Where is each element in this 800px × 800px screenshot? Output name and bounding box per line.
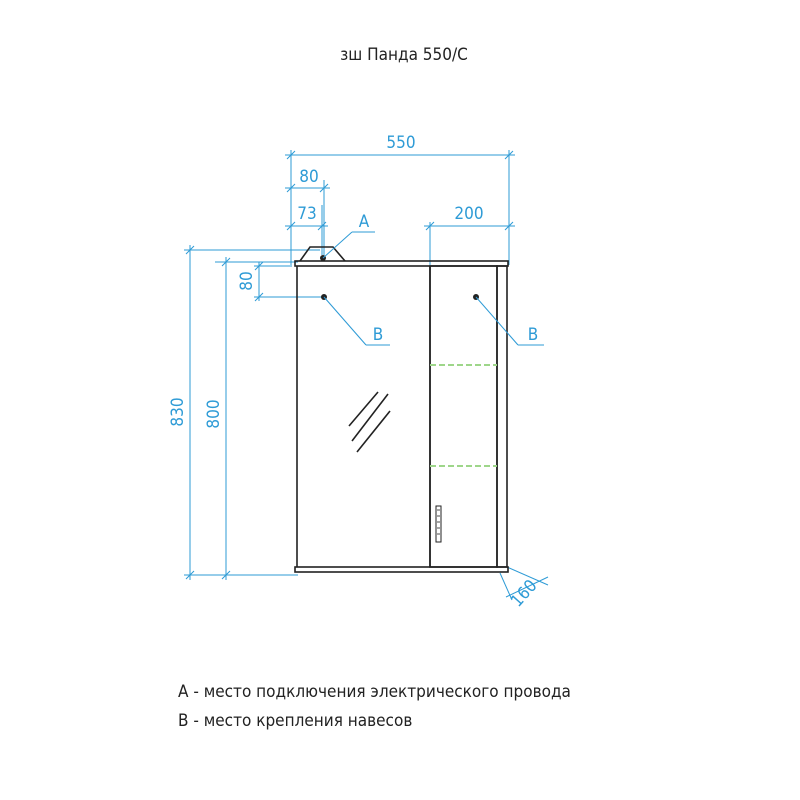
door-handle (435, 505, 442, 543)
width-dimension: 550 (285, 133, 515, 265)
offset-a-label: 80 (299, 167, 318, 187)
body-height-dimension: 800 (204, 257, 298, 580)
shelf-width-label: 200 (454, 204, 483, 224)
drawing-title: зш Панда 550/С (340, 45, 468, 65)
legend-line-a: A - место подключения электрического про… (178, 682, 571, 702)
lamp-housing (299, 246, 346, 262)
cabinet (294, 246, 509, 573)
offset-a-dimension: 80 (285, 167, 330, 255)
total-height-label: 830 (168, 397, 188, 426)
marker-a-label: A (359, 212, 370, 232)
legend-line-b: B - место крепления навесов (178, 711, 412, 731)
offset-a-inner-label: 73 (297, 204, 316, 224)
total-height-dimension: 830 (168, 245, 320, 580)
offset-a-inner-dimension: 73 (285, 204, 328, 255)
body-height-label: 800 (204, 399, 224, 428)
marker-b-left: B (323, 296, 390, 346)
marker-b-right: B (475, 296, 544, 346)
marker-b-left-label: B (373, 325, 384, 345)
depth-dimension: 160 (499, 566, 549, 611)
shelf-width-dimension: 200 (424, 204, 515, 265)
marker-b-right-label: B (528, 325, 539, 345)
hole-drop-dimension: 80 (237, 261, 324, 302)
depth-label: 160 (507, 576, 541, 611)
hole-drop-label: 80 (237, 271, 257, 290)
width-label: 550 (386, 133, 415, 153)
marker-a: A (322, 212, 375, 259)
